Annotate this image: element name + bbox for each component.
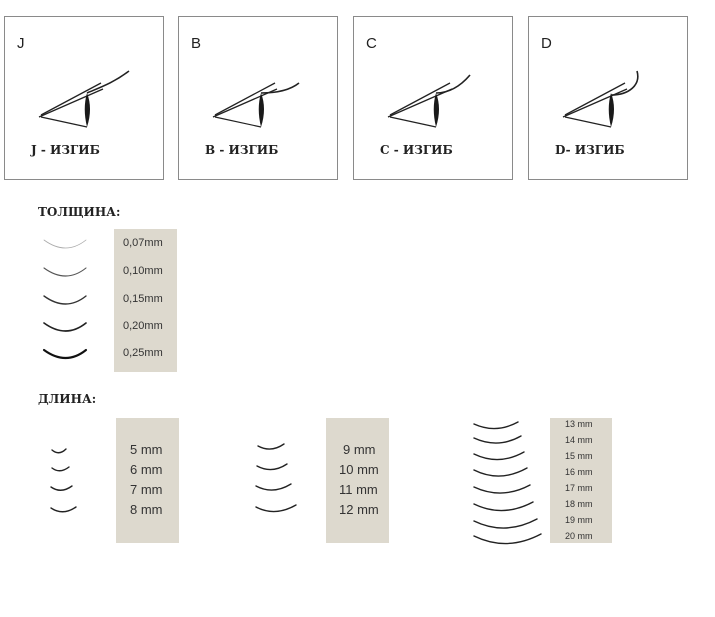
length-value: 18 mm <box>565 499 593 509</box>
lash-12mm-icon <box>255 504 297 513</box>
lash-8mm-icon <box>50 506 77 513</box>
thickness-value: 0,15mm <box>123 293 163 305</box>
lash-13mm-icon <box>473 421 519 430</box>
thickness-value: 0,25mm <box>123 347 163 359</box>
eye-c-icon <box>387 74 471 128</box>
curl-caption: D- ИЗГИБ <box>555 143 625 157</box>
lash-11mm-icon <box>255 483 292 491</box>
lash-5mm-icon <box>51 448 67 454</box>
lash-18mm-icon <box>473 501 534 512</box>
length-value: 19 mm <box>565 515 593 525</box>
curl-letter: J <box>17 35 25 52</box>
length-value: 10 mm <box>339 462 379 477</box>
length-panel-c <box>550 418 612 543</box>
curl-letter: D <box>541 35 552 52</box>
lash-20mm-icon <box>473 533 542 545</box>
length-value: 9 mm <box>343 442 376 457</box>
curl-caption: C - ИЗГИБ <box>380 143 453 157</box>
length-panel-a <box>116 418 179 543</box>
lash-thickness-025-icon <box>42 348 88 360</box>
length-value: 6 mm <box>130 462 163 477</box>
curl-card-d: D D- ИЗГИБ <box>528 16 688 180</box>
lash-9mm-icon <box>257 443 285 450</box>
length-value: 14 mm <box>565 435 593 445</box>
lash-19mm-icon <box>473 518 538 529</box>
eye-d-icon <box>562 70 639 128</box>
curl-letter: C <box>366 35 377 52</box>
length-value: 11 mm <box>339 482 378 497</box>
thickness-value: 0,20mm <box>123 320 163 332</box>
length-value: 8 mm <box>130 502 163 517</box>
curl-card-c: C C - ИЗГИБ <box>353 16 513 180</box>
eye-j-icon <box>38 70 130 128</box>
length-value: 16 mm <box>565 467 593 477</box>
lash-7mm-icon <box>50 485 73 491</box>
curl-letter: B <box>191 35 202 52</box>
length-value: 20 mm <box>565 531 593 541</box>
thickness-panel <box>114 229 177 372</box>
length-value: 7 mm <box>130 482 163 497</box>
lash-thickness-007-icon <box>43 239 87 249</box>
lash-6mm-icon <box>51 466 70 472</box>
length-value: 5 mm <box>130 442 163 457</box>
length-panel-b <box>326 418 389 543</box>
thickness-value: 0,10mm <box>123 265 163 277</box>
lash-10mm-icon <box>256 463 288 471</box>
length-value: 17 mm <box>565 483 593 493</box>
lash-15mm-icon <box>473 451 525 461</box>
length-value: 13 mm <box>565 419 593 429</box>
lash-17mm-icon <box>473 484 531 494</box>
lash-thickness-010-icon <box>43 267 87 277</box>
curl-card-b: B B - ИЗГИБ <box>178 16 338 180</box>
curl-caption: B - ИЗГИБ <box>205 143 279 157</box>
lash-14mm-icon <box>473 435 522 444</box>
curl-caption: J - ИЗГИБ <box>31 143 100 157</box>
eye-b-icon <box>212 82 300 128</box>
curl-card-j: J J - ИЗГИБ <box>4 16 164 180</box>
length-heading: ДЛИНА: <box>38 392 97 406</box>
thickness-heading: ТОЛЩИНА: <box>38 205 121 219</box>
thickness-value: 0,07mm <box>123 237 163 249</box>
lash-16mm-icon <box>473 467 528 477</box>
lash-thickness-015-icon <box>43 295 87 305</box>
length-value: 15 mm <box>565 451 593 461</box>
length-value: 12 mm <box>339 502 379 517</box>
lash-thickness-020-icon <box>43 322 87 332</box>
